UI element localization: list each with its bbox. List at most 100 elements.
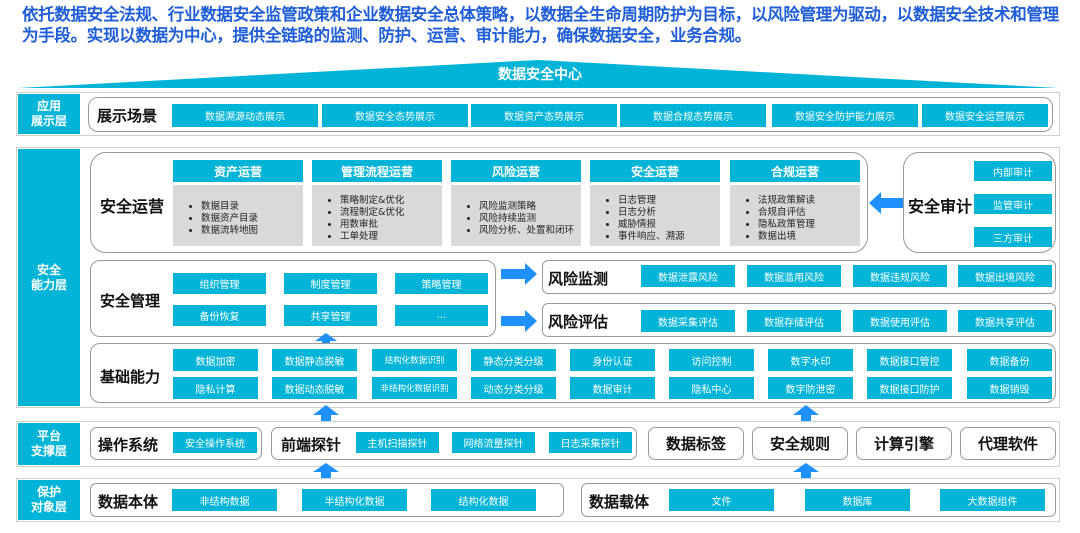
data-carrier-item[interactable]: 大数据组件 bbox=[940, 489, 1045, 511]
operations-item: 日志分析 bbox=[618, 207, 720, 219]
operations-column-header[interactable]: 资产运营 bbox=[173, 160, 303, 182]
basic-capability-title: 基础能力 bbox=[100, 368, 161, 386]
app-layer-label: 应用 展示层 bbox=[18, 94, 80, 134]
arrow-up-icon bbox=[793, 463, 819, 479]
operations-item: 风险持续监测 bbox=[479, 213, 581, 225]
basic-capability-item[interactable]: 数据动态脱敏 bbox=[272, 377, 357, 399]
risk-assessment-item[interactable]: 数据使用评估 bbox=[853, 310, 947, 332]
management-item[interactable]: 组织管理 bbox=[173, 273, 266, 294]
security-operations-title: 安全运营 bbox=[100, 197, 165, 216]
data-body-item[interactable]: 半结构化数据 bbox=[302, 489, 407, 511]
capability-layer-label: 安全 能力层 bbox=[18, 149, 80, 406]
arrow-up-icon bbox=[315, 333, 337, 345]
operations-item: 隐私政策管理 bbox=[758, 219, 860, 231]
basic-capability-item[interactable]: 数据接口管控 bbox=[867, 349, 952, 371]
display-scene-item[interactable]: 数据安全态势展示 bbox=[322, 104, 468, 127]
operations-item: 策略制定&优化 bbox=[340, 195, 442, 207]
data-body-item[interactable]: 结构化数据 bbox=[431, 489, 536, 511]
display-scene-item[interactable]: 数据合规态势展示 bbox=[620, 104, 766, 127]
basic-capability-item[interactable]: 动态分类分级 bbox=[471, 377, 556, 399]
operations-item: 合规自评估 bbox=[758, 207, 860, 219]
operations-item: 流程制定&优化 bbox=[340, 207, 442, 219]
banner-title: 数据安全中心 bbox=[498, 67, 582, 83]
operations-item: 工单处理 bbox=[340, 231, 442, 243]
risk-monitoring-title: 风险监测 bbox=[548, 270, 609, 288]
operations-column-header[interactable]: 安全运营 bbox=[590, 160, 720, 182]
operations-column-header[interactable]: 管理流程运营 bbox=[312, 160, 442, 182]
management-item[interactable]: ... bbox=[395, 305, 488, 326]
protection-layer-label: 保护 对象层 bbox=[18, 480, 80, 520]
arrow-right-icon bbox=[501, 310, 537, 332]
operations-item-list: 策略制定&优化流程制定&优化用数审批工单处理 bbox=[318, 195, 442, 243]
risk-assessment-title: 风险评估 bbox=[548, 313, 609, 331]
operations-item: 风险监测策略 bbox=[479, 201, 581, 213]
risk-assessment-item[interactable]: 数据采集评估 bbox=[641, 310, 735, 332]
basic-capability-item[interactable]: 数据静态脱敏 bbox=[272, 349, 357, 371]
os-title: 操作系统 bbox=[98, 436, 159, 454]
basic-capability-item[interactable]: 数据审计 bbox=[570, 377, 655, 399]
operations-item-list: 数据目录数据资产目录数据流转地图 bbox=[179, 201, 303, 237]
data-carrier-item[interactable]: 文件 bbox=[669, 489, 774, 511]
probe-item[interactable]: 网络流量探针 bbox=[452, 432, 535, 453]
basic-capability-item[interactable]: 结构化数据识别 bbox=[372, 349, 457, 371]
platform-component[interactable]: 计算引擎 bbox=[856, 427, 952, 460]
operations-column-list: 法规政策解读合规自评估隐私政策管理数据出境 bbox=[730, 185, 860, 246]
platform-layer-label: 平台 支撑层 bbox=[18, 423, 80, 465]
display-scene-item[interactable]: 数据安全防护能力展示 bbox=[772, 104, 918, 127]
platform-component[interactable]: 数据标签 bbox=[648, 427, 744, 460]
audit-item[interactable]: 内部审计 bbox=[974, 161, 1052, 181]
operations-item: 事件响应、溯源 bbox=[618, 231, 720, 243]
risk-monitoring-item[interactable]: 数据出境风险 bbox=[958, 265, 1052, 287]
operations-item: 法规政策解读 bbox=[758, 195, 860, 207]
operations-item: 数据流转地图 bbox=[201, 225, 303, 237]
audit-item[interactable]: 监管审计 bbox=[974, 194, 1052, 214]
data-carrier-item[interactable]: 数据库 bbox=[805, 489, 910, 511]
risk-monitoring-item[interactable]: 数据泄露风险 bbox=[641, 265, 735, 287]
risk-monitoring-item[interactable]: 数据违规风险 bbox=[853, 265, 947, 287]
probe-item[interactable]: 日志采集探针 bbox=[549, 432, 632, 453]
operations-item-list: 法规政策解读合规自评估隐私政策管理数据出境 bbox=[736, 195, 860, 243]
basic-capability-item[interactable]: 数字水印 bbox=[768, 349, 853, 371]
data-body-title: 数据本体 bbox=[98, 493, 159, 511]
security-management-title: 安全管理 bbox=[100, 292, 161, 310]
risk-assessment-item[interactable]: 数据存储评估 bbox=[747, 310, 841, 332]
operations-item-list: 日志管理日志分析威胁情报事件响应、溯源 bbox=[596, 195, 720, 243]
display-scene-item[interactable]: 数据安全运营展示 bbox=[922, 104, 1048, 127]
basic-capability-item[interactable]: 非结构化数据识别 bbox=[372, 377, 457, 399]
operations-item: 数据目录 bbox=[201, 201, 303, 213]
management-item[interactable]: 共享管理 bbox=[284, 305, 377, 326]
basic-capability-item[interactable]: 身份认证 bbox=[570, 349, 655, 371]
operations-item: 日志管理 bbox=[618, 195, 720, 207]
basic-capability-item[interactable]: 访问控制 bbox=[669, 349, 754, 371]
basic-capability-item[interactable]: 数据备份 bbox=[967, 349, 1052, 371]
probe-item[interactable]: 主机扫描探针 bbox=[356, 432, 439, 453]
platform-component[interactable]: 代理软件 bbox=[960, 427, 1056, 460]
display-scene-item[interactable]: 数据资产态势展示 bbox=[471, 104, 617, 127]
data-carrier-title: 数据载体 bbox=[589, 493, 650, 511]
basic-capability-item[interactable]: 数据销毁 bbox=[967, 377, 1052, 399]
basic-capability-item[interactable]: 数据接口防护 bbox=[867, 377, 952, 399]
data-body-item[interactable]: 非结构数据 bbox=[172, 489, 277, 511]
operations-item: 威胁情报 bbox=[618, 219, 720, 231]
arrow-up-icon bbox=[313, 463, 339, 479]
basic-capability-item[interactable]: 隐私计算 bbox=[173, 377, 258, 399]
display-scene-item[interactable]: 数据溯源动态展示 bbox=[172, 104, 318, 127]
operations-column-list: 风险监测策略风险持续监测风险分析、处置和闭环 bbox=[451, 185, 581, 246]
basic-capability-item[interactable]: 静态分类分级 bbox=[471, 349, 556, 371]
operations-column-header[interactable]: 风险运营 bbox=[451, 160, 581, 182]
platform-component[interactable]: 安全规则 bbox=[752, 427, 848, 460]
basic-capability-item[interactable]: 数字防泄密 bbox=[768, 377, 853, 399]
management-item[interactable]: 制度管理 bbox=[284, 273, 377, 294]
risk-assessment-item[interactable]: 数据共享评估 bbox=[958, 310, 1052, 332]
banner-triangle bbox=[18, 60, 1058, 88]
operations-item: 数据资产目录 bbox=[201, 213, 303, 225]
management-item[interactable]: 策略管理 bbox=[395, 273, 488, 294]
audit-item[interactable]: 三方审计 bbox=[974, 227, 1052, 247]
os-item[interactable]: 安全操作系统 bbox=[173, 432, 257, 453]
basic-capability-item[interactable]: 隐私中心 bbox=[669, 377, 754, 399]
basic-capability-item[interactable]: 数据加密 bbox=[173, 349, 258, 371]
probe-title: 前端探针 bbox=[281, 436, 342, 454]
operations-column-header[interactable]: 合规运营 bbox=[730, 160, 860, 182]
management-item[interactable]: 备份恢复 bbox=[173, 305, 266, 326]
risk-monitoring-item[interactable]: 数据滥用风险 bbox=[747, 265, 841, 287]
